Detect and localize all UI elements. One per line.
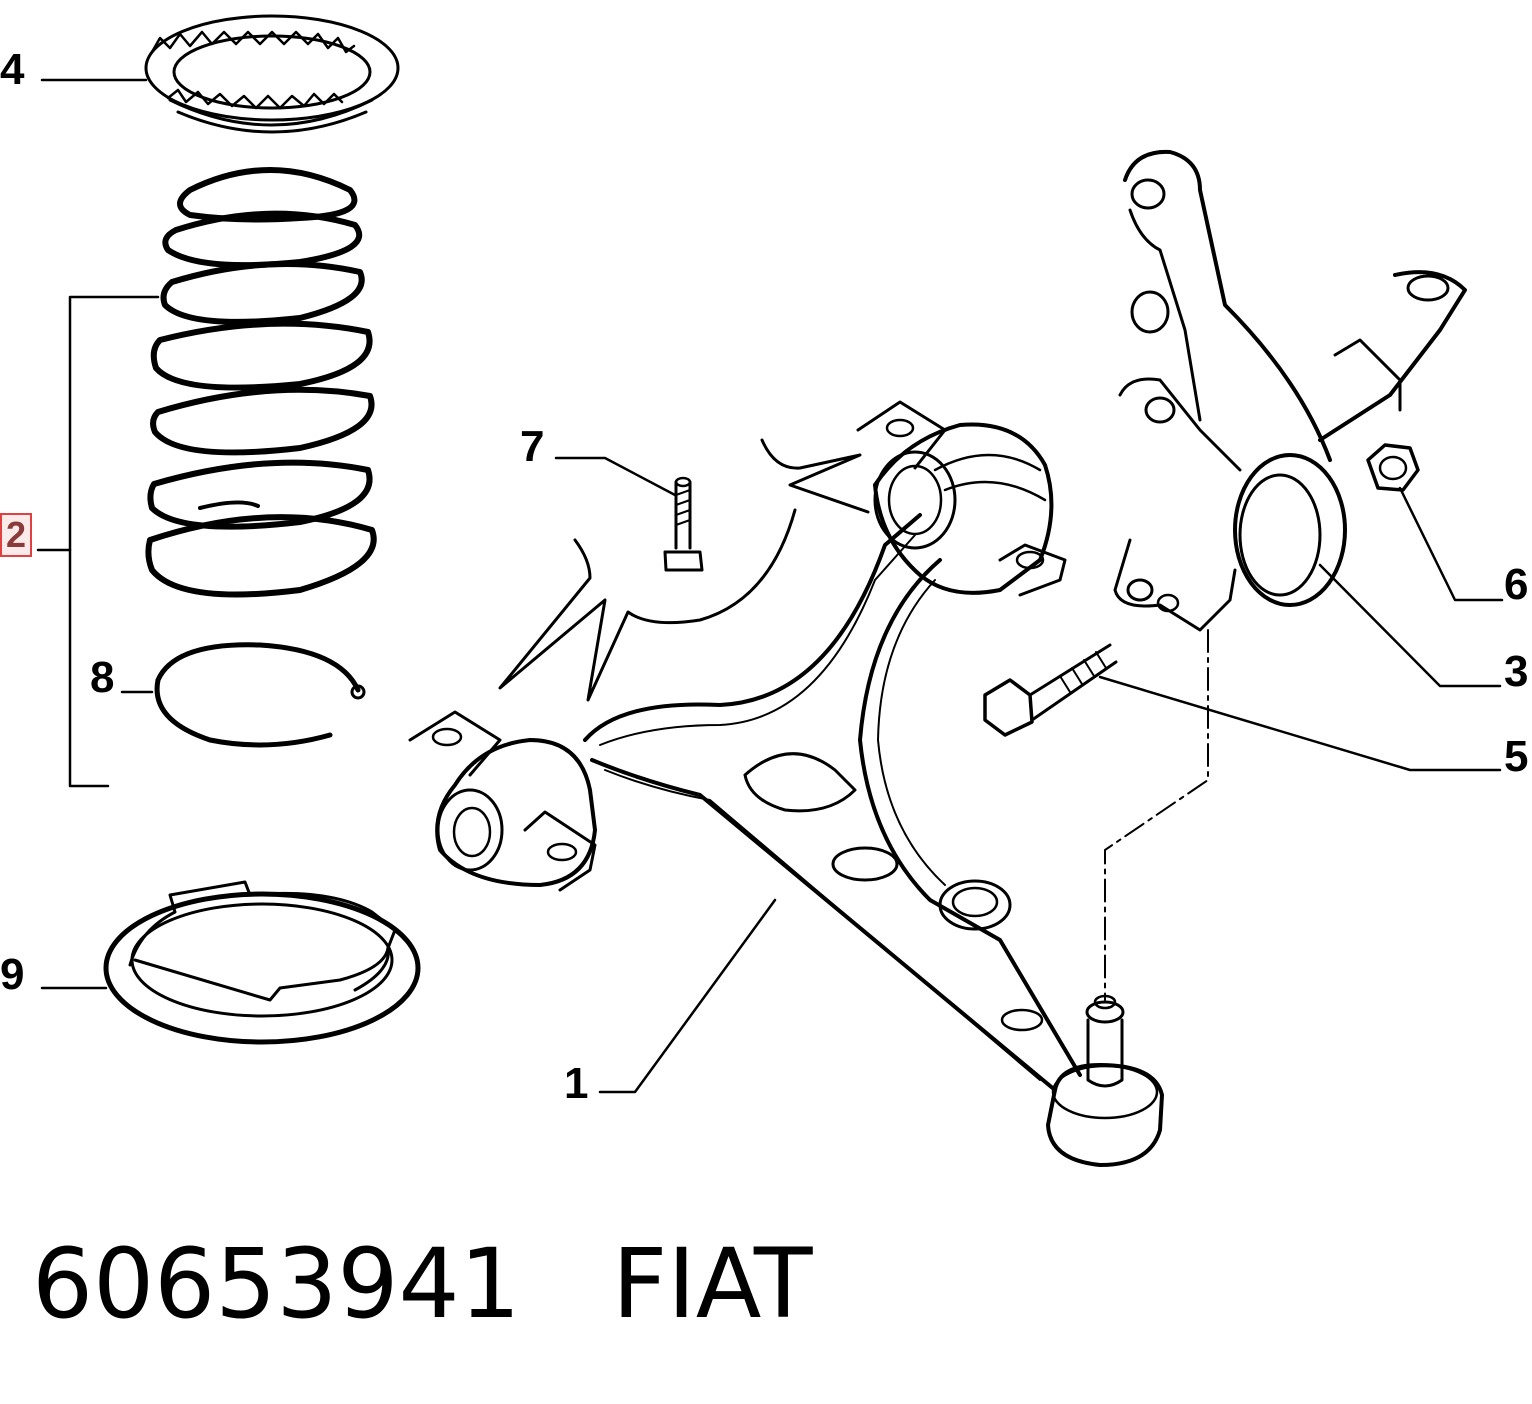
part-number: 60653941 — [32, 1228, 521, 1340]
callout-bracket-2 — [36, 295, 160, 788]
long-bolt-illustration — [983, 643, 1118, 737]
callout-6: 6 — [1504, 560, 1529, 609]
callout-7: 7 — [520, 422, 545, 471]
leader-line-7 — [554, 456, 677, 497]
leader-line-6 — [1398, 486, 1504, 602]
spring-insulator-ring-illustration — [154, 642, 366, 748]
caption-spacer — [521, 1228, 613, 1340]
small-bolt-illustration — [663, 476, 704, 572]
leader-line-5 — [1098, 675, 1502, 772]
callout-4: 4 — [0, 45, 25, 94]
callout-1: 1 — [564, 1059, 589, 1108]
leader-lines — [40, 78, 1504, 1094]
steering-knuckle-illustration — [1104, 149, 1467, 1001]
callout-5: 5 — [1504, 732, 1529, 781]
spring-upper-seat-illustration — [144, 14, 400, 134]
brand-name: FIAT — [612, 1228, 813, 1340]
leader-line-1 — [598, 898, 777, 1094]
coil-spring-illustration — [145, 167, 377, 598]
callout-2-highlighted[interactable]: 2 — [0, 513, 33, 557]
part-caption: 60653941 FIAT — [32, 1236, 813, 1332]
spring-lower-seat-illustration — [103, 880, 421, 1045]
nut-illustration — [1366, 443, 1420, 492]
callout-3: 3 — [1504, 647, 1529, 696]
callout-8: 8 — [90, 653, 115, 702]
callout-9: 9 — [0, 950, 25, 999]
leader-line-3 — [1318, 563, 1502, 688]
lower-control-arm-illustration — [408, 400, 1164, 1167]
detail-burst-lines — [498, 438, 870, 702]
